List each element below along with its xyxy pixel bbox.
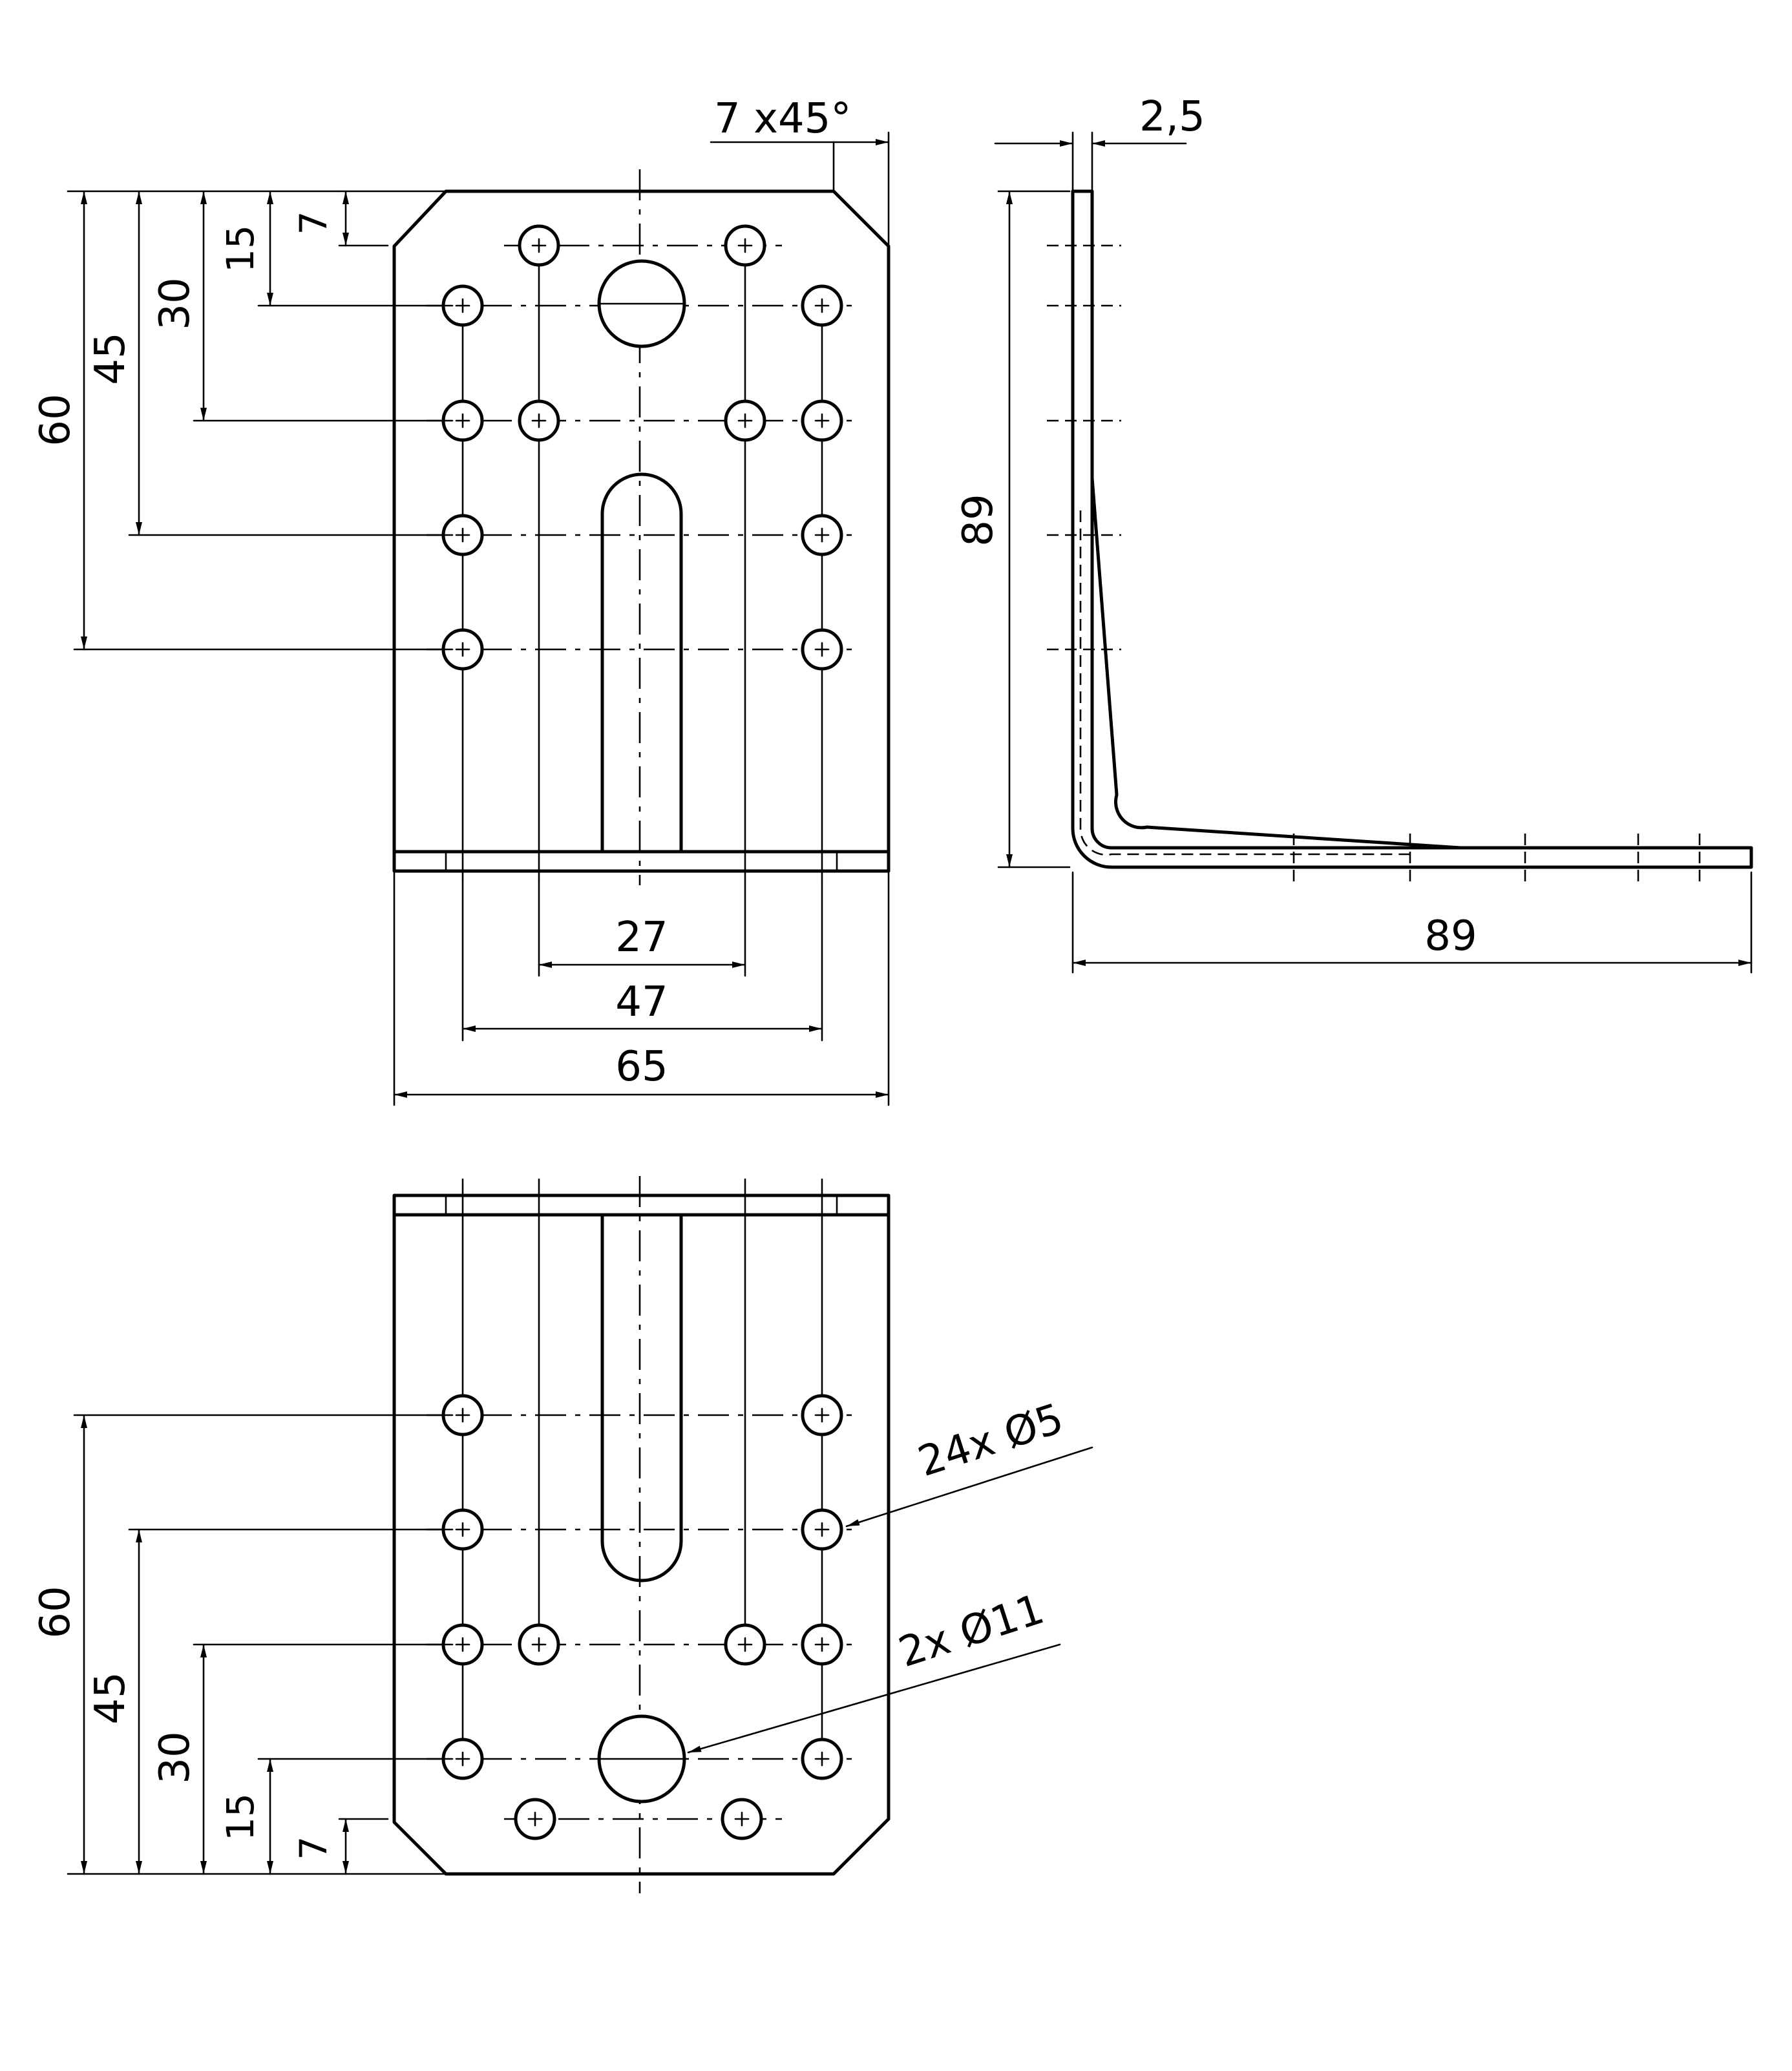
front-dim-7: 7 (291, 211, 335, 235)
bottom-dim-15: 15 (218, 1793, 262, 1841)
callout-large-holes: 2x Ø11 (893, 1586, 1049, 1677)
bottom-dim-60: 60 (32, 1586, 79, 1638)
front-dim-30: 30 (151, 277, 199, 330)
front-dim-27: 27 (615, 914, 668, 962)
callout-small-holes: 24x Ø5 (912, 1395, 1069, 1487)
front-dim-45: 45 (87, 332, 134, 384)
bottom-dim-45: 45 (87, 1672, 134, 1724)
side-dim-thickness: 2,5 (1139, 93, 1205, 141)
bottom-dim-30: 30 (151, 1731, 199, 1783)
front-view: 7 15 30 45 60 7 x45° 27 47 65 (32, 95, 891, 1106)
bottom-dim-7: 7 (291, 1836, 335, 1860)
front-dim-15: 15 (218, 225, 262, 273)
side-view: 2,5 89 89 (954, 93, 1753, 974)
side-dim-length: 89 (1424, 912, 1477, 960)
bottom-view: 60 45 30 15 7 24x Ø5 2x Ø11 (32, 1176, 1093, 1893)
bottom-plate-outline (392, 1193, 891, 1876)
side-stiffener-rib (1090, 476, 1462, 850)
front-dim-60: 60 (32, 394, 79, 446)
front-dim-65: 65 (615, 1043, 668, 1091)
front-slot (600, 472, 683, 854)
side-dim-height: 89 (954, 494, 1002, 546)
side-angle-profile (1071, 189, 1753, 869)
bottom-slot (600, 1213, 683, 1582)
chamfer-label: 7 x45° (714, 95, 851, 143)
front-dim-47: 47 (615, 978, 668, 1026)
